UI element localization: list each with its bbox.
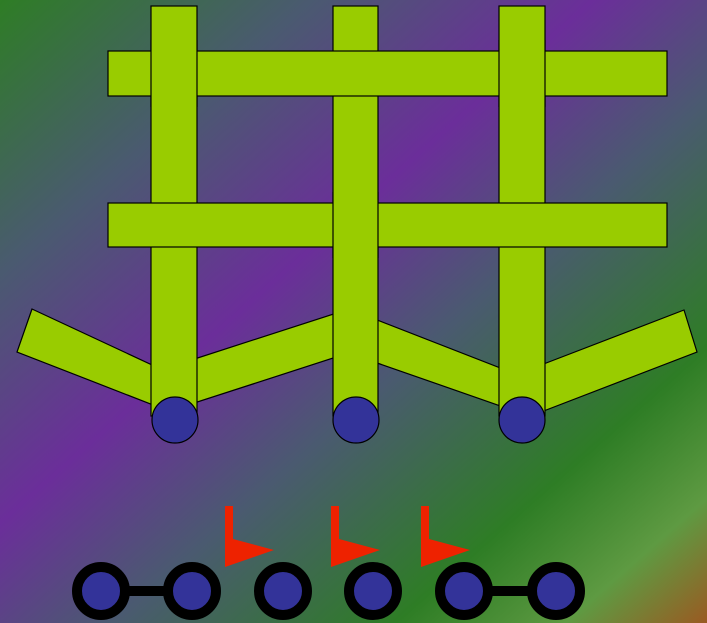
vertical-bar-overlap: [333, 192, 378, 258]
chain-node-icon: [532, 567, 580, 615]
chain-node-icon: [259, 567, 307, 615]
chain-node-icon: [440, 567, 488, 615]
vertical-bar-overlap: [151, 40, 197, 107]
horizontal-bar: [108, 203, 667, 247]
circle-node-icon: [333, 397, 379, 443]
circle-node-icon: [499, 397, 545, 443]
chain-node-icon: [168, 567, 216, 615]
chain-node-icon: [77, 567, 125, 615]
circle-node-icon: [152, 397, 198, 443]
vertical-bar-overlap: [499, 40, 545, 107]
chain-node-icon: [349, 567, 397, 615]
